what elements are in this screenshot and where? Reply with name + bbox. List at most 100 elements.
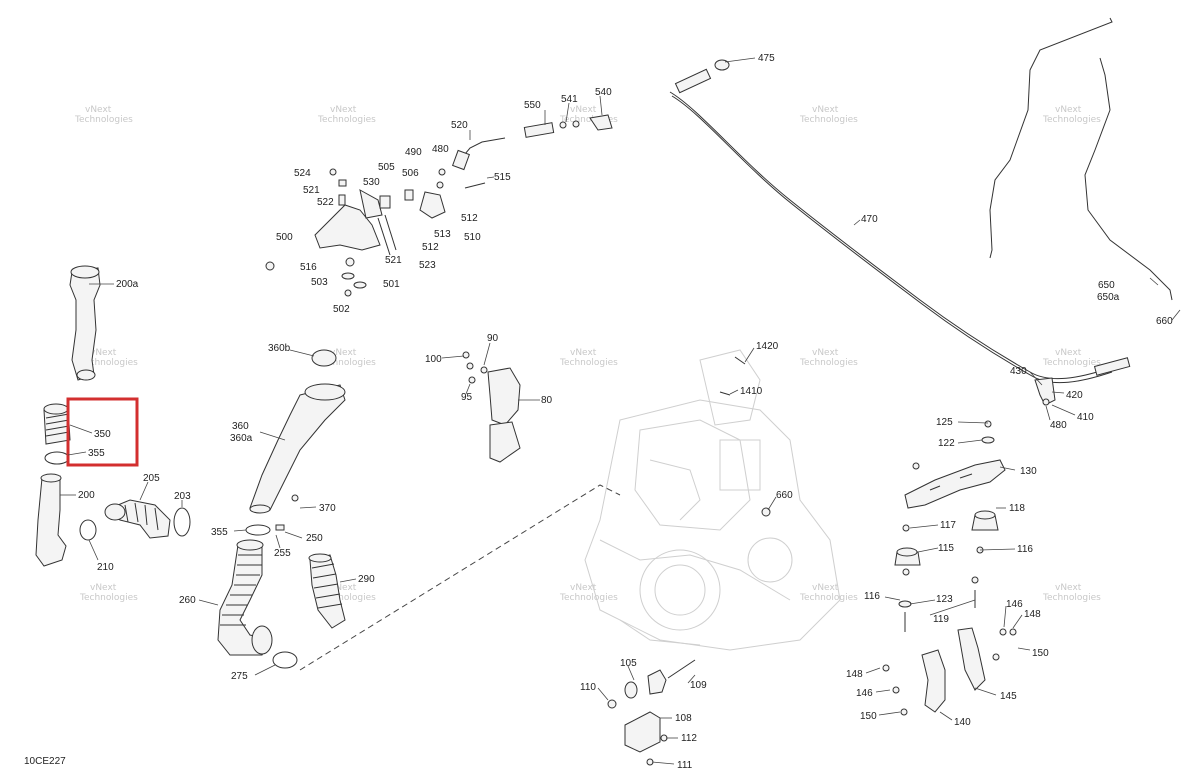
callout-475: 475	[758, 53, 775, 64]
callout-146-left: 146	[856, 688, 873, 699]
svg-text:vNext: vNext	[90, 348, 117, 358]
throttle-pedal-80	[462, 351, 521, 463]
svg-text:Technologies: Technologies	[559, 115, 618, 125]
callout-513: 513	[434, 229, 451, 240]
callout-512-bottom: 512	[422, 242, 439, 253]
callout-650: 650	[1098, 280, 1115, 291]
callout-410: 410	[1077, 412, 1094, 423]
callout-105: 105	[620, 658, 637, 669]
callout-111: 111	[677, 760, 693, 771]
callout-500: 500	[276, 232, 293, 243]
svg-text:Technologies: Technologies	[799, 115, 858, 125]
callout-95: 95	[461, 392, 473, 403]
callout-355-center: 355	[211, 527, 228, 538]
cable-bracket-410	[1034, 377, 1056, 406]
callout-labels: 475 550 541 540 520 490 480 515 524 505 …	[78, 53, 1173, 771]
brackets-140-145	[882, 627, 1017, 716]
callout-109: 109	[690, 680, 707, 691]
callout-360b: 360b	[268, 343, 291, 354]
callout-430: 430	[1010, 366, 1027, 377]
svg-text:Technologies: Technologies	[559, 358, 618, 368]
svg-text:Technologies: Technologies	[317, 358, 376, 368]
svg-text:vNext: vNext	[90, 583, 117, 593]
callout-510: 510	[464, 232, 481, 243]
air-duct-360	[245, 349, 346, 536]
callout-118: 118	[1009, 503, 1025, 514]
callout-502: 502	[333, 304, 350, 315]
callout-145: 145	[1000, 691, 1017, 702]
callout-115: 115	[938, 543, 954, 554]
svg-text:Technologies: Technologies	[1042, 358, 1101, 368]
callout-203: 203	[174, 491, 191, 502]
svg-text:Technologies: Technologies	[1042, 115, 1101, 125]
callout-521-top: 521	[303, 185, 320, 196]
callout-80: 80	[541, 395, 553, 406]
svg-text:vNext: vNext	[570, 583, 597, 593]
callout-255: 255	[274, 548, 291, 559]
callout-505: 505	[378, 162, 395, 173]
callout-470: 470	[861, 214, 878, 225]
callout-522: 522	[317, 197, 334, 208]
svg-text:vNext: vNext	[85, 105, 112, 115]
callout-520: 520	[451, 120, 468, 131]
callout-370: 370	[319, 503, 336, 514]
svg-text:vNext: vNext	[570, 348, 597, 358]
callout-420: 420	[1066, 390, 1083, 401]
callout-125: 125	[936, 417, 953, 428]
callout-146-right: 146	[1006, 599, 1023, 610]
callout-501: 501	[383, 279, 400, 290]
callout-117: 117	[940, 520, 956, 531]
callout-260: 260	[179, 595, 196, 606]
svg-text:vNext: vNext	[1055, 583, 1082, 593]
callout-148-left: 148	[846, 669, 863, 680]
svg-text:vNext: vNext	[330, 348, 357, 358]
coupler-350	[43, 403, 71, 465]
throttle-pedal-assembly-parts	[265, 114, 613, 297]
svg-text:Technologies: Technologies	[79, 593, 138, 603]
callout-200: 200	[78, 490, 95, 501]
intake-tube-200a	[69, 265, 101, 381]
intake-tube-200	[35, 473, 191, 567]
callout-110: 110	[580, 682, 596, 693]
callout-119: 119	[933, 614, 949, 625]
svg-text:Technologies: Technologies	[74, 115, 133, 125]
bolts-1410-1420	[719, 356, 746, 396]
svg-text:Technologies: Technologies	[1042, 593, 1101, 603]
callout-490: 490	[405, 147, 422, 158]
callout-660-center: 660	[776, 490, 793, 501]
svg-text:Technologies: Technologies	[79, 358, 138, 368]
callout-541: 541	[561, 94, 578, 105]
callout-506: 506	[402, 168, 419, 179]
svg-text:Technologies: Technologies	[317, 593, 376, 603]
callout-521-bottom: 521	[385, 255, 402, 266]
callout-1410: 1410	[740, 386, 763, 397]
callout-140: 140	[954, 717, 971, 728]
callout-112: 112	[681, 733, 697, 744]
callout-210: 210	[97, 562, 114, 573]
diagram-code: 10CE227	[24, 756, 66, 767]
svg-text:Technologies: Technologies	[799, 593, 858, 603]
highlight-box	[66, 397, 139, 467]
callout-516: 516	[300, 262, 317, 273]
callout-205: 205	[143, 473, 160, 484]
engine-mount-130	[761, 420, 1006, 632]
svg-text:vNext: vNext	[812, 105, 839, 115]
svg-text:vNext: vNext	[812, 348, 839, 358]
callout-524: 524	[294, 168, 311, 179]
corrugated-duct-260	[217, 539, 298, 669]
engine-mount-105	[607, 659, 696, 766]
svg-text:Technologies: Technologies	[559, 593, 618, 603]
